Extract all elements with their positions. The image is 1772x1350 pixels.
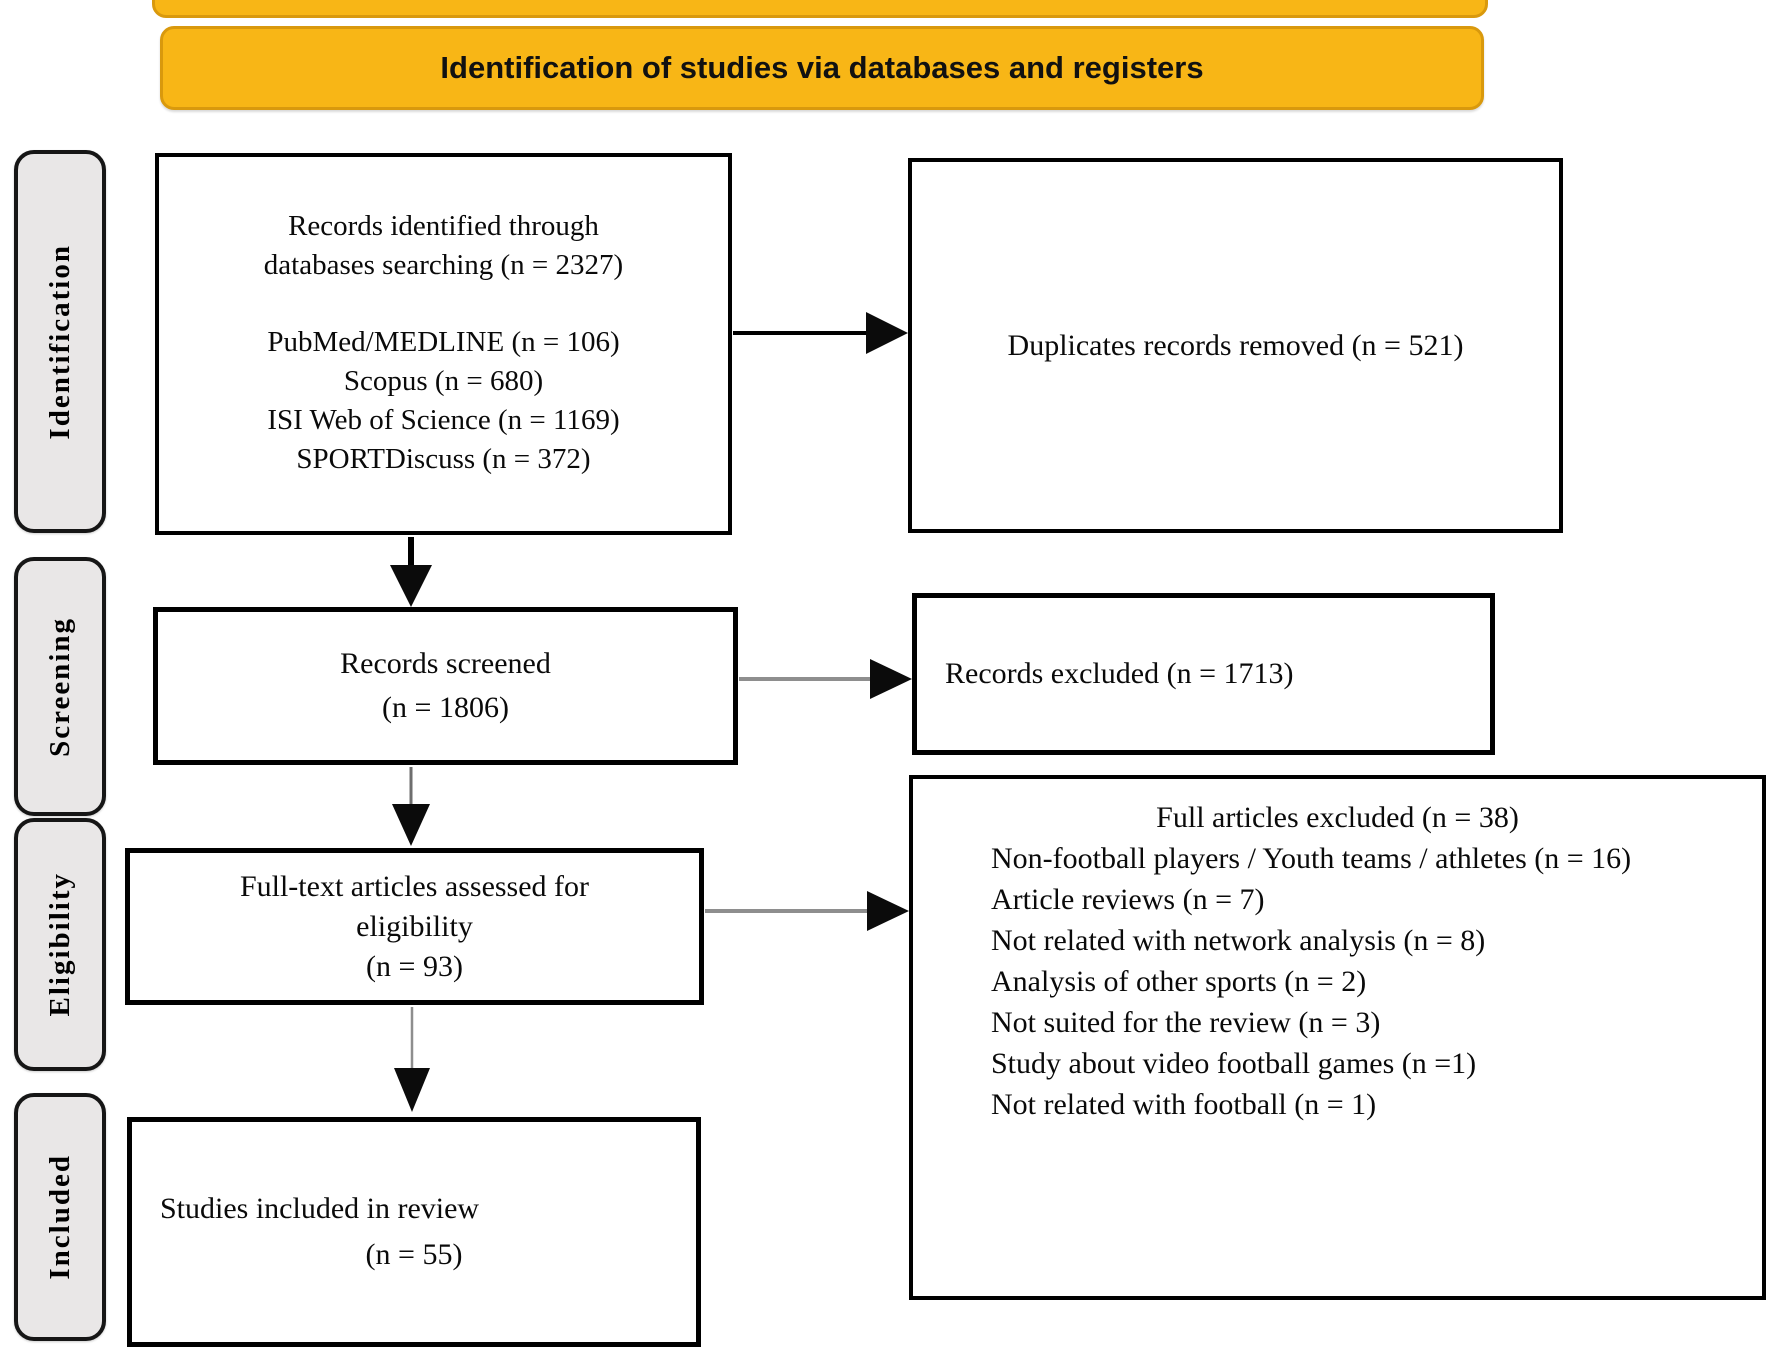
box-line: (n = 1806) bbox=[382, 691, 509, 724]
box-records-screened: Records screened (n = 1806) bbox=[153, 607, 738, 765]
arrow-screened-to-fulltext bbox=[392, 767, 430, 846]
stage-label-identification: Identification bbox=[14, 150, 106, 533]
box-records-excluded: Records excluded (n = 1713) bbox=[912, 593, 1495, 755]
box-line: Studies included in review bbox=[160, 1192, 480, 1225]
arrow-identified-to-screened bbox=[390, 537, 432, 607]
box-studies-included: Studies included in review (n = 55) bbox=[127, 1117, 701, 1347]
box-line: Duplicates records removed (n = 521) bbox=[1007, 328, 1464, 362]
stage-label-screening: Screening bbox=[14, 557, 106, 816]
arrow-fulltext-to-full-articles-excluded bbox=[705, 891, 909, 931]
stage-label-text: Screening bbox=[43, 616, 76, 757]
exclusion-reason: Not related with football (n = 1) bbox=[991, 1088, 1377, 1121]
box-line: eligibility bbox=[356, 909, 473, 943]
box-line: Records screened bbox=[340, 647, 551, 680]
exclusion-reason: Analysis of other sports (n = 2) bbox=[991, 965, 1367, 998]
box-records-identified: Records identified through databases sea… bbox=[155, 153, 732, 535]
box-line: (n = 55) bbox=[365, 1238, 463, 1271]
exclusion-reason: Not suited for the review (n = 3) bbox=[991, 1006, 1381, 1039]
box-line: databases searching (n = 2327) bbox=[263, 249, 624, 281]
header-title: Identification of studies via databases … bbox=[440, 50, 1204, 85]
arrow-screened-to-records-excluded bbox=[739, 659, 912, 699]
stage-label-text: Eligibility bbox=[43, 872, 76, 1017]
box-fulltext-assessed: Full-text articles assessed for eligibil… bbox=[125, 848, 704, 1005]
stage-label-eligibility: Eligibility bbox=[14, 818, 106, 1071]
arrow-fulltext-to-included bbox=[394, 1007, 430, 1112]
box-line: Records excluded (n = 1713) bbox=[945, 657, 1294, 690]
box-line: Records identified through bbox=[288, 210, 599, 242]
exclusion-reason: Article reviews (n = 7) bbox=[991, 883, 1265, 916]
exclusion-reason: Not related with network analysis (n = 8… bbox=[991, 924, 1486, 957]
box-full-articles-excluded: Full articles excluded (n = 38) Non-foot… bbox=[909, 775, 1766, 1300]
box-duplicates-removed: Duplicates records removed (n = 521) bbox=[908, 158, 1563, 533]
header-banner: Identification of studies via databases … bbox=[160, 26, 1484, 110]
box-line: ISI Web of Science (n = 1169) bbox=[267, 404, 620, 436]
stage-label-text: Included bbox=[43, 1154, 76, 1280]
box-line: Full-text articles assessed for bbox=[239, 869, 590, 903]
exclusion-reason: Study about video football games (n =1) bbox=[991, 1047, 1477, 1080]
box-line: (n = 93) bbox=[366, 949, 463, 983]
box-line: Scopus (n = 680) bbox=[343, 365, 544, 397]
box-line: PubMed/MEDLINE (n = 106) bbox=[267, 326, 620, 358]
stage-label-text: Identification bbox=[43, 243, 76, 440]
top-yellow-strip bbox=[152, 0, 1488, 18]
exclusion-reason: Non-football players / Youth teams / ath… bbox=[991, 842, 1632, 875]
box-line: SPORTDiscuss (n = 372) bbox=[296, 443, 591, 475]
box-line: Full articles excluded (n = 38) bbox=[1156, 801, 1519, 834]
arrow-identified-to-duplicates bbox=[733, 312, 908, 354]
stage-label-included: Included bbox=[14, 1093, 106, 1341]
